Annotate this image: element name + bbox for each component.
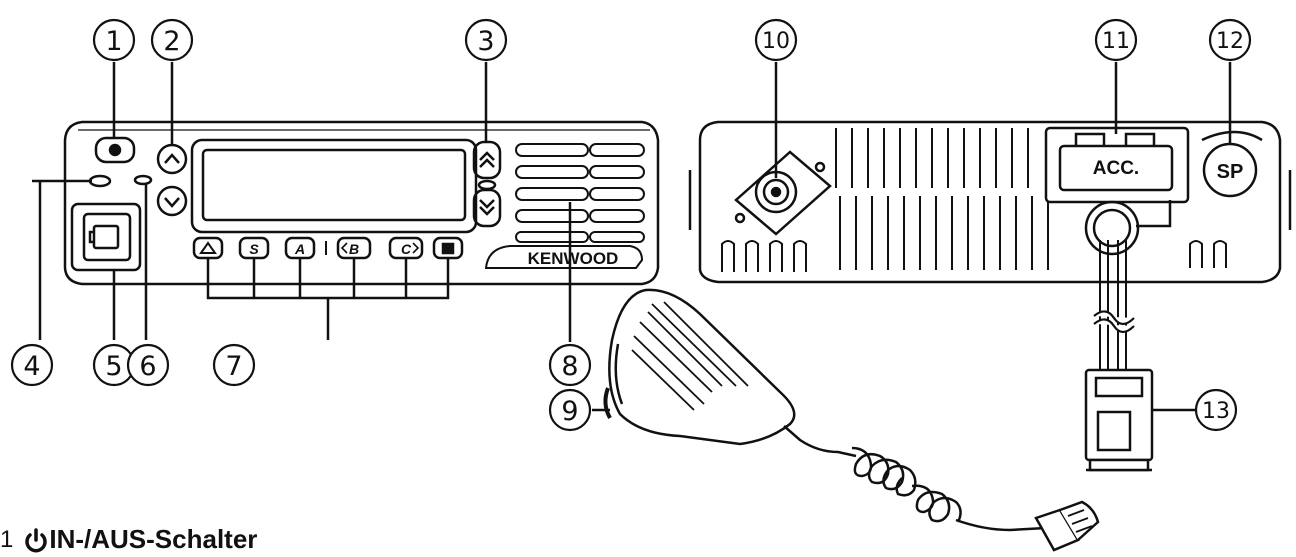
- callout-13: 13: [1202, 399, 1230, 424]
- callout-10: 10: [762, 29, 790, 54]
- key-s-label: S: [249, 241, 259, 257]
- function-keys[interactable]: [192, 236, 464, 260]
- callout-3: 3: [477, 26, 494, 57]
- antenna-connector[interactable]: [734, 150, 832, 236]
- channel-up-button[interactable]: [156, 143, 188, 175]
- callout-leaders: [32, 62, 1232, 412]
- key-b-label: B: [349, 241, 359, 257]
- key-c-label: C: [401, 241, 412, 257]
- callout-numbers: 1 2 3 4 5 6 7 8 9 10 11 12 13: [23, 26, 1244, 427]
- callout-1: 1: [105, 26, 122, 57]
- heatsink-fins: [721, 128, 1227, 272]
- callout-7: 7: [225, 351, 242, 382]
- volume-up-button[interactable]: [472, 140, 502, 180]
- callout-12: 12: [1216, 29, 1244, 54]
- callout-4: 4: [23, 351, 40, 382]
- mic-jack[interactable]: [70, 202, 142, 272]
- callout-9: 9: [561, 396, 578, 427]
- callout-11: 11: [1102, 29, 1130, 54]
- lcd-display: [190, 138, 478, 234]
- speaker-port-label: SP: [1217, 161, 1244, 183]
- power-connector: [1084, 368, 1154, 472]
- caption-number: 1: [0, 525, 14, 553]
- indicator-led-right: [477, 179, 497, 191]
- status-led: [88, 174, 112, 188]
- callout-8: 8: [561, 351, 578, 382]
- rear-panel-labels: ACC. SP: [1093, 158, 1244, 183]
- callout-6: 6: [139, 351, 156, 382]
- brand-label: KENWOOD: [528, 249, 619, 268]
- callout-bracket-7: [206, 258, 450, 340]
- mic-grille: [631, 301, 749, 411]
- channel-down-button[interactable]: [156, 185, 188, 217]
- cable-grommet: [1084, 200, 1172, 256]
- mic-plug: [1034, 500, 1100, 552]
- callout-2: 2: [163, 26, 180, 57]
- power-button[interactable]: [94, 136, 136, 164]
- front-key-labels: S A B C KENWOOD: [249, 241, 618, 268]
- callout-5: 5: [105, 351, 122, 382]
- ptt-button[interactable]: [603, 387, 612, 419]
- microphone: [603, 288, 796, 446]
- key-a-label: A: [294, 241, 305, 257]
- indicator-led: [133, 174, 153, 186]
- power-cable: [1093, 240, 1135, 388]
- caption-text: IN-/AUS-Schalter: [49, 524, 258, 554]
- caption: 1 IN-/AUS-Schalter: [0, 522, 257, 557]
- mic-cord: [783, 425, 1047, 532]
- key-chevrons: [340, 242, 420, 254]
- power-icon: [25, 527, 48, 552]
- acc-port-label: ACC.: [1093, 158, 1139, 179]
- caption-label-group: IN-/AUS-Schalter: [23, 524, 257, 555]
- volume-down-button[interactable]: [472, 188, 502, 228]
- callout-circles: [10, 18, 1252, 432]
- speaker-grille: [515, 143, 645, 243]
- rear-panel: [688, 120, 1292, 284]
- front-panel: [63, 120, 660, 286]
